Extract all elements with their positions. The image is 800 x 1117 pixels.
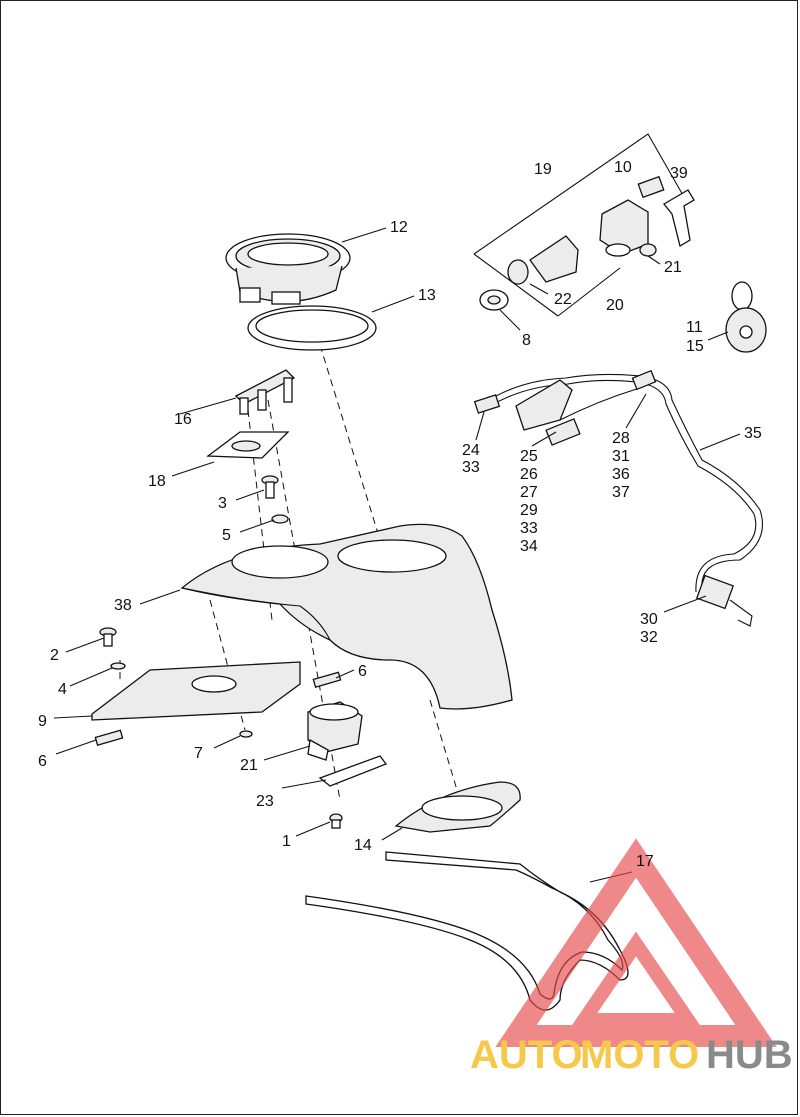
callout-label: 11 <box>686 319 703 336</box>
callout-label: 39 <box>670 165 688 182</box>
callout-label: 28 <box>612 430 630 447</box>
callout-label: 13 <box>418 287 436 304</box>
switch-assembly-group <box>473 133 695 317</box>
callout-label: 35 <box>744 425 762 442</box>
clip-part <box>234 369 296 415</box>
callout-label: 15 <box>686 338 704 355</box>
watermark-text: AUTO MOTO HUB <box>470 1033 793 1077</box>
callout-label: 6 <box>358 663 367 680</box>
callout-label: 1 <box>282 833 291 850</box>
callout-label: 30 <box>640 611 658 628</box>
speedometer-part <box>225 233 351 305</box>
wiring-harness-part <box>473 369 764 627</box>
watermark-auto: AUTO <box>470 1033 583 1077</box>
gasket-ring-part <box>247 305 377 351</box>
callout-label: 37 <box>612 484 630 501</box>
callout-label: 31 <box>612 448 630 465</box>
cover-plate-part <box>91 661 301 721</box>
callout-label: 33 <box>520 520 538 537</box>
screw-and-washer-parts <box>261 475 289 524</box>
callout-label: 33 <box>462 459 480 476</box>
console-fairing-part <box>180 523 513 710</box>
callout-label: 5 <box>222 527 231 544</box>
callout-label: 18 <box>148 473 166 490</box>
callout-label: 36 <box>612 466 630 483</box>
callout-label: 2 <box>50 647 59 664</box>
callout-label: 23 <box>256 793 274 810</box>
ignition-switch-part <box>307 701 363 761</box>
callout-label: 10 <box>614 159 632 176</box>
callout-label: 9 <box>38 713 47 730</box>
callout-label: 20 <box>606 297 624 314</box>
callout-label: 38 <box>114 597 132 614</box>
leader-lines <box>53 227 741 883</box>
callout-label: 21 <box>664 259 682 276</box>
callout-label: 12 <box>390 219 408 236</box>
trim-ring-part <box>394 781 521 833</box>
callout-label: 27 <box>520 484 538 501</box>
callout-label: 22 <box>554 291 572 308</box>
callout-label: 14 <box>354 837 372 854</box>
callout-label: 24 <box>462 442 480 459</box>
callout-label: 19 <box>534 161 552 178</box>
callout-label: 6 <box>38 753 47 770</box>
watermark-hub: HUB <box>706 1033 793 1077</box>
callout-label: 21 <box>240 757 258 774</box>
callout-label: 4 <box>58 681 67 698</box>
callout-label: 34 <box>520 538 538 555</box>
small-fastener-parts <box>94 627 343 829</box>
callout-label: 3 <box>218 495 227 512</box>
callout-label: 16 <box>174 411 192 428</box>
callout-label: 25 <box>520 448 538 465</box>
callout-label: 26 <box>520 466 538 483</box>
watermark-moto: MOTO <box>580 1033 699 1077</box>
key-fob-part <box>725 281 767 353</box>
callout-label: 32 <box>640 629 658 646</box>
gasket-plate-part <box>206 431 290 459</box>
callout-label: 17 <box>636 853 654 870</box>
callout-label: 7 <box>194 745 203 762</box>
callout-label: 8 <box>522 332 531 349</box>
callout-labels: 19 10 39 12 21 22 20 13 8 11 15 16 18 24… <box>38 159 762 870</box>
bracket-part <box>318 755 388 787</box>
callout-label: 29 <box>520 502 538 519</box>
watermark-logo <box>495 838 777 1047</box>
